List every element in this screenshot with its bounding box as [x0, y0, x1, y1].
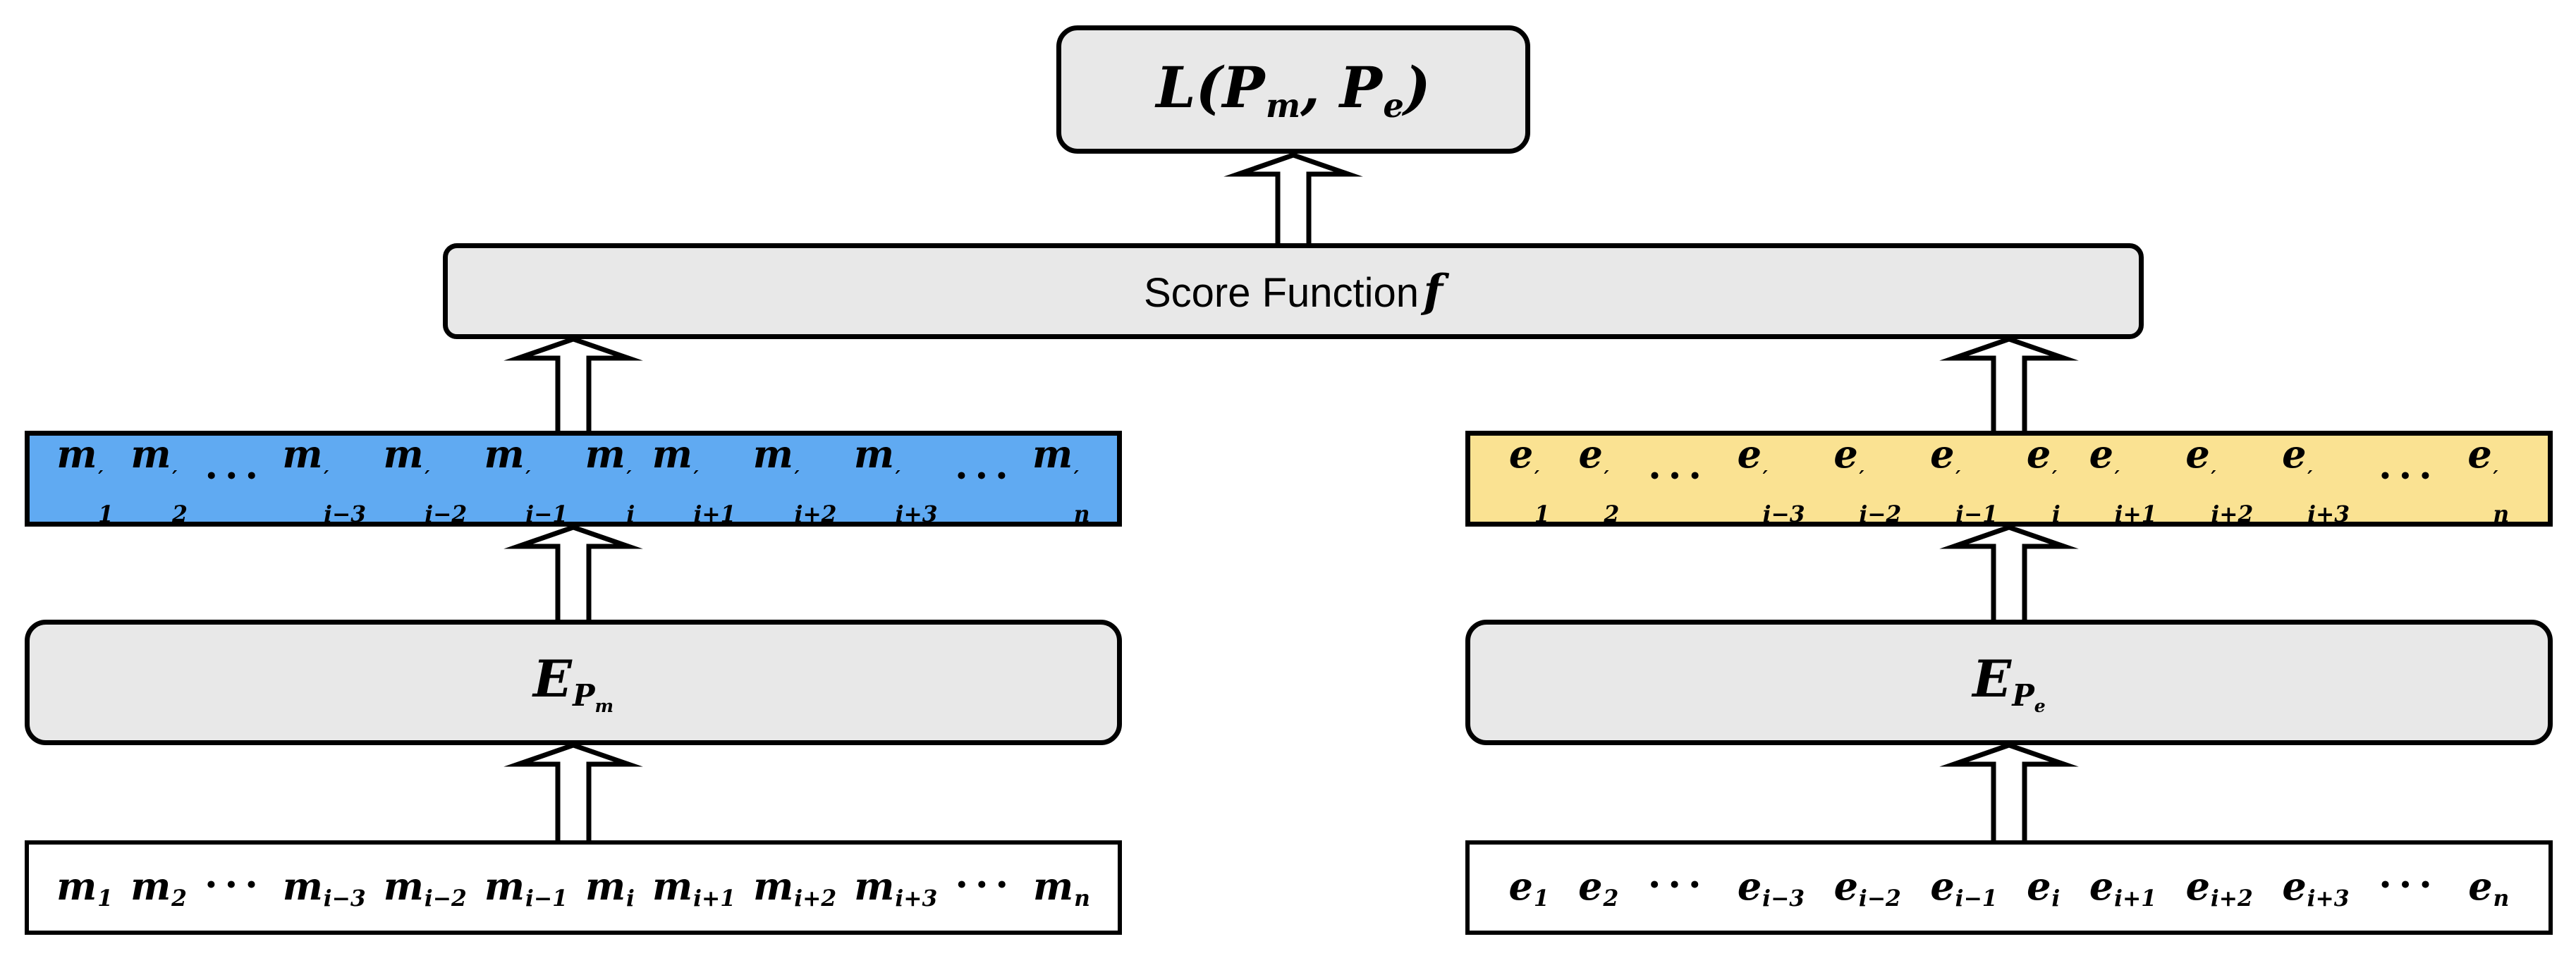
- loss-label: L(Pm, Pe): [1156, 54, 1430, 125]
- math-token: m′i+1: [652, 431, 736, 527]
- math-token: e′i−2: [1833, 431, 1902, 527]
- math-token: m′n: [1032, 431, 1090, 527]
- e-input-sequence-box: e1 e2 ··· ei−3 ei−2 ei−1 ei ei+1 ei+2 ei+3 ··· en: [1465, 840, 2553, 935]
- math-token: m′1: [56, 431, 114, 527]
- encoder-pe-box: EPe: [1465, 620, 2553, 745]
- math-token: m′i−3: [282, 431, 367, 527]
- e-prime-sequence-box: e′1 e′2 ··· e′i−3 e′i−2 e′i−1 e′i e′i+1 e′i+2 e′i…: [1465, 431, 2553, 527]
- math-token: ···: [2378, 453, 2439, 498]
- math-token: e′i−1: [1930, 431, 1998, 527]
- math-token: e′i: [2026, 431, 2061, 527]
- math-token: en: [2468, 863, 2510, 912]
- math-token: mi+1: [652, 863, 736, 912]
- up-arrow-icon: [1223, 152, 1363, 251]
- math-token: e′2: [1578, 431, 1620, 527]
- math-token: L(: [1156, 54, 1223, 121]
- math-token: mi−3: [282, 863, 366, 912]
- math-token: mi+2: [753, 863, 837, 912]
- math-token: e′i−3: [1737, 431, 1805, 527]
- math-token: e′i+3: [2282, 431, 2350, 527]
- m-input-sequence: m1 m2 ··· mi−3 mi−2 mi−1 mi mi+1 mi+2 mi+3 ··· mn: [29, 861, 1118, 912]
- up-arrow-icon: [503, 525, 643, 626]
- math-token: ···: [1648, 453, 1709, 498]
- encoder-pm-box: EPm: [25, 620, 1122, 745]
- math-token: m′i+3: [853, 431, 938, 527]
- math-token: e1: [1508, 863, 1549, 912]
- math-token: EPe: [1972, 649, 2046, 716]
- math-token: mi−2: [383, 863, 467, 912]
- math-token: ···: [955, 861, 1015, 907]
- math-token: ···: [2379, 861, 2439, 907]
- score-function-f-symbol: f: [1423, 264, 1443, 318]
- math-token: e′1: [1508, 431, 1550, 527]
- math-token: e2: [1578, 863, 1619, 912]
- math-token: m′i−2: [383, 431, 468, 527]
- math-token: m1: [56, 863, 113, 912]
- e-prime-sequence: e′1 e′2 ··· e′i−3 e′i−2 e′i−1 e′i e′i+1 e′i+2 e′i…: [1470, 431, 2548, 526]
- math-token: ,: [1300, 54, 1340, 121]
- loss-box: L(Pm, Pe): [1056, 25, 1530, 154]
- math-token: mi: [585, 863, 635, 912]
- math-token: ei−2: [1833, 863, 1901, 912]
- up-arrow-icon: [503, 336, 643, 437]
- encoder-pm-label: EPm: [533, 649, 614, 716]
- e-input-sequence: e1 e2 ··· ei−3 ei−2 ei−1 ei ei+1 ei+2 ei+3 ··· en: [1470, 861, 2548, 912]
- encoder-pe-label: EPe: [1972, 649, 2045, 716]
- math-token: ei+1: [2089, 863, 2157, 912]
- score-function-text: Score Function: [1143, 269, 1420, 316]
- math-token: mi+3: [854, 863, 938, 912]
- math-token: EPm: [532, 649, 614, 716]
- math-token: ei+3: [2282, 863, 2350, 912]
- math-token: Pm: [1222, 54, 1301, 125]
- math-token: ···: [205, 861, 265, 907]
- m-input-sequence-box: m1 m2 ··· mi−3 mi−2 mi−1 mi mi+1 mi+2 mi+3 ··· mn: [25, 840, 1122, 935]
- up-arrow-icon: [1939, 742, 2079, 846]
- math-token: Pe: [1339, 54, 1404, 125]
- math-token: m′i+2: [752, 431, 837, 527]
- math-token: ): [1403, 54, 1431, 121]
- math-token: m′i: [585, 431, 635, 527]
- math-token: m′i−1: [484, 431, 568, 527]
- up-arrow-icon: [1939, 525, 2079, 626]
- math-token: e′i+2: [2185, 431, 2254, 527]
- math-token: ei+2: [2185, 863, 2253, 912]
- up-arrow-icon: [1939, 336, 2079, 437]
- math-token: ei−3: [1737, 863, 1805, 912]
- math-token: ···: [1647, 861, 1709, 907]
- math-token: m′2: [130, 431, 188, 527]
- math-token: m2: [130, 863, 187, 912]
- score-function-box: Score Function f: [443, 243, 2144, 339]
- math-token: ei−1: [1930, 863, 1998, 912]
- math-token: e′n: [2467, 431, 2510, 527]
- math-token: mn: [1032, 863, 1090, 912]
- up-arrow-icon: [503, 742, 643, 846]
- math-token: ···: [954, 453, 1015, 498]
- math-token: e′i+1: [2089, 431, 2157, 527]
- math-token: mi−1: [484, 863, 568, 912]
- score-function-label: Score Function f: [1144, 265, 1443, 318]
- math-token: ···: [205, 453, 265, 498]
- math-token: ei: [2027, 863, 2061, 912]
